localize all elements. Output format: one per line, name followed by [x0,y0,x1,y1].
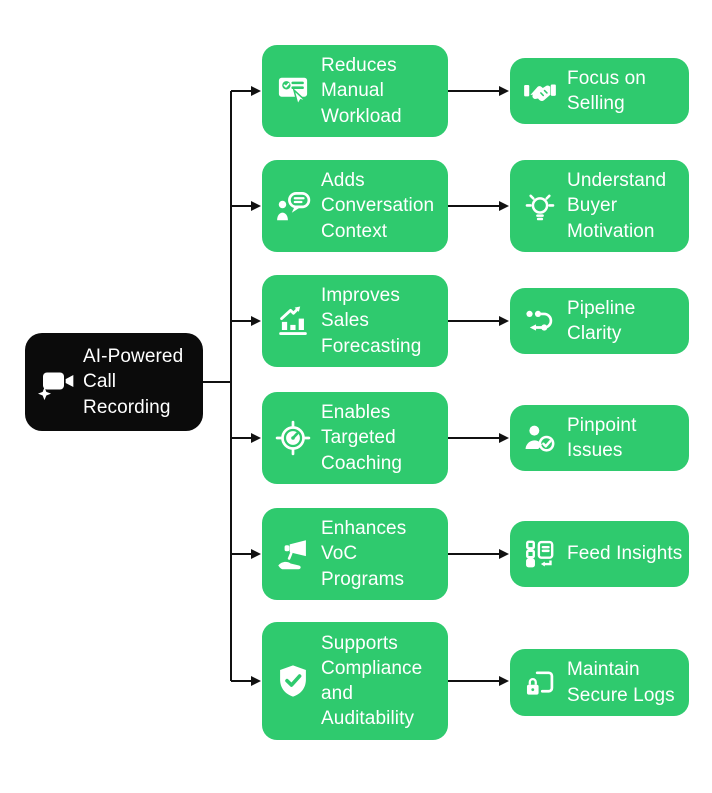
node-label: Feed Insights [567,543,683,565]
node-pinpoint-issues: Pinpoint Issues [510,405,689,471]
lock-doc-icon [523,666,557,700]
ai-camcorder-icon [36,362,76,402]
node-focus-on-selling: Focus on Selling [510,58,689,124]
node-label: Adds Conversation Context [321,170,435,242]
megaphone-hand-icon [275,536,311,572]
node-enhances-voc-programs: Enhances VoC Programs [262,508,448,600]
node-reduces-manual-workload: Reduces Manual Workload [262,45,448,137]
node-improves-sales-forecasting: Improves Sales Forecasting [262,275,448,367]
node-label: Improves Sales Forecasting [321,285,422,357]
feed-doc-icon [523,537,557,571]
node-label: Supports Compliance and Auditability [321,632,423,730]
handshake-icon [523,74,557,108]
node-understand-buyer-motivation: Understand Buyer Motivation [510,160,689,252]
node-label: Maintain Secure Logs [567,659,675,706]
person-check-icon [523,421,557,455]
node-supports-compliance-and-auditability: Supports Compliance and Auditability [262,622,448,740]
node-label: Enables Targeted Coaching [321,402,403,474]
target-gauge-icon [275,420,311,456]
node-label: Understand Buyer Motivation [567,170,667,242]
node-maintain-secure-logs: Maintain Secure Logs [510,649,689,716]
node-enables-targeted-coaching: Enables Targeted Coaching [262,392,448,484]
node-label: Reduces Manual Workload [321,55,402,127]
checklist-hand-icon [275,73,311,109]
node-feed-insights: Feed Insights [510,521,689,587]
node-label: Pipeline Clarity [567,297,636,344]
bar-chart-growth-icon [275,303,311,339]
node-label: Enhances VoC Programs [321,518,407,590]
node-label: AI-Powered Call Recording [83,346,184,418]
node-adds-conversation-context: Adds Conversation Context [262,160,448,252]
node-label: Pinpoint Issues [567,414,637,461]
pipeline-flow-icon [523,304,557,338]
lightbulb-icon [523,189,557,223]
node-pipeline-clarity: Pipeline Clarity [510,288,689,354]
node-label: Focus on Selling [567,67,646,114]
shield-check-icon [275,663,311,699]
node-ai-powered-call-recording: AI-Powered Call Recording [25,333,203,431]
person-chat-icon [275,188,311,224]
